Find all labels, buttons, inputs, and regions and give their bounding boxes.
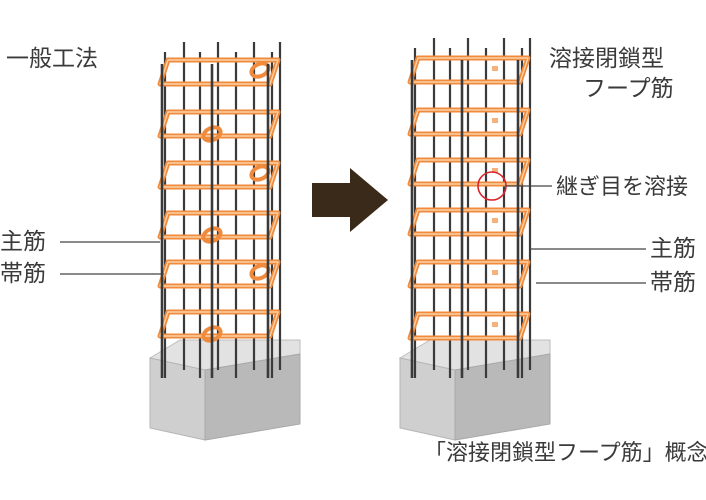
title-welded-hoop-line2: フープ筋 <box>583 76 674 102</box>
weld-mark <box>492 322 498 327</box>
concrete-base-left <box>148 339 301 441</box>
weld-mark <box>492 118 498 123</box>
hoop-hook <box>201 226 223 244</box>
base-front-face <box>149 357 206 441</box>
rebar-cage-conventional <box>157 42 282 378</box>
title-welded-hoop-line1: 溶接閉鎖型 <box>549 46 664 72</box>
right-arrow-icon <box>312 168 388 232</box>
label-weld-joint: 継ぎ目を溶接 <box>556 175 689 200</box>
base-front-face <box>399 357 456 441</box>
label-hoop-bar-right: 帯筋 <box>650 270 696 296</box>
title-conventional-method: 一般工法 <box>6 46 98 72</box>
rebar-cage-welded <box>407 38 532 378</box>
label-hoop-bar-left: 帯筋 <box>0 261 46 287</box>
weld-mark <box>492 66 498 71</box>
hoop-hook <box>201 325 223 343</box>
weld-mark <box>492 270 498 275</box>
weld-mark <box>492 168 498 173</box>
hoop-hook <box>201 125 223 143</box>
concrete-base-right <box>398 339 551 441</box>
figure-caption: 「溶接閉鎖型フープ筋」概念図 <box>424 441 706 466</box>
label-main-bar-right: 主筋 <box>650 236 696 262</box>
label-main-bar-left: 主筋 <box>0 229 46 255</box>
weld-mark <box>492 218 498 223</box>
